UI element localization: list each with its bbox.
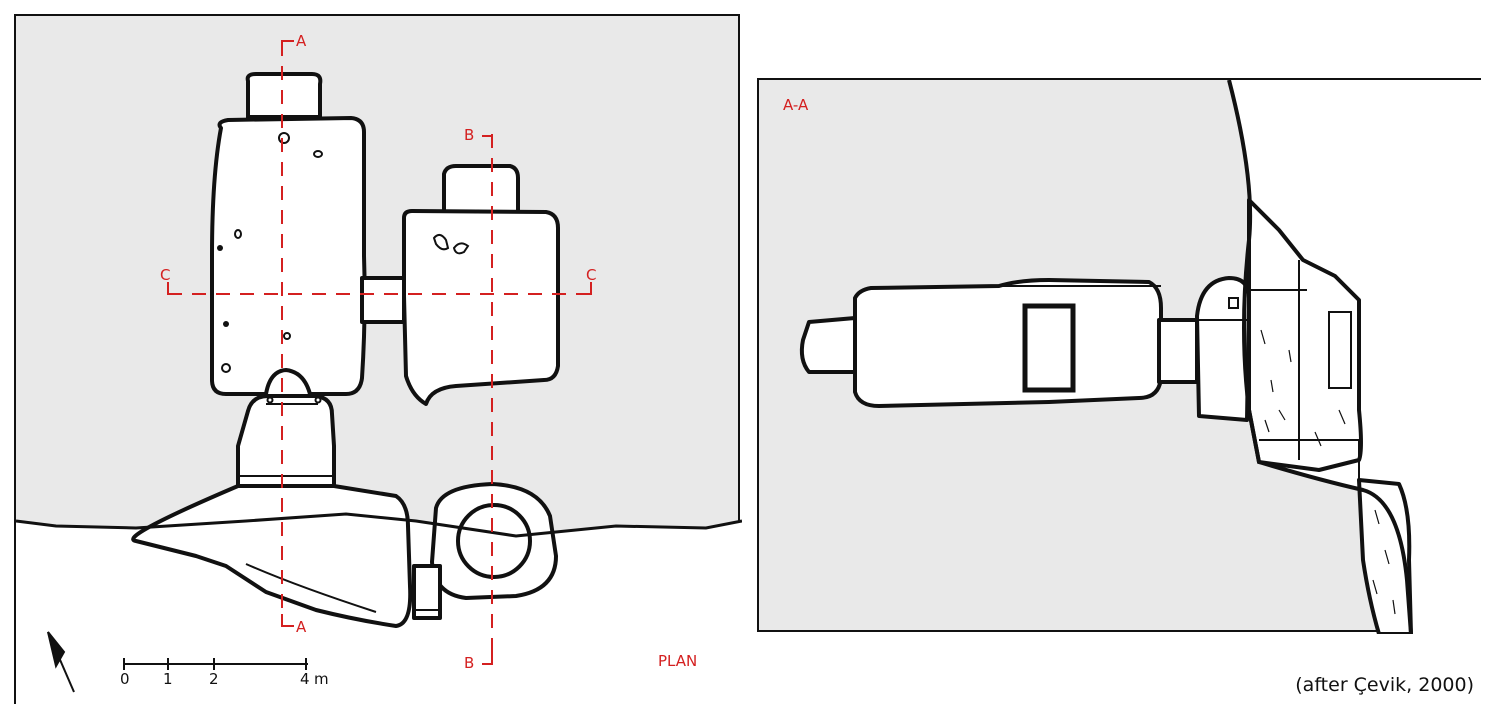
scale-bar bbox=[123, 658, 308, 670]
facade-lower bbox=[1357, 478, 1413, 634]
scale-tick-4: 4 bbox=[300, 670, 310, 688]
section-label-c-right: C bbox=[586, 266, 597, 284]
section-label-c-left: C bbox=[160, 266, 171, 284]
side-chamber-niche bbox=[442, 164, 520, 218]
plan-title: PLAN bbox=[658, 652, 698, 670]
scale-tick-0: 0 bbox=[120, 670, 130, 688]
side-chamber bbox=[402, 209, 560, 406]
plan-drawing bbox=[16, 40, 742, 706]
inner-recess bbox=[1022, 303, 1076, 393]
forecourt-ledge bbox=[245, 563, 377, 613]
north-arrow bbox=[47, 631, 75, 693]
section-label-b-top: B bbox=[464, 126, 475, 144]
main-chamber-niche bbox=[245, 72, 323, 120]
section-label-a-bottom: A bbox=[296, 618, 307, 636]
west-niche bbox=[799, 316, 857, 374]
section-drawing bbox=[799, 80, 1483, 634]
forecourt bbox=[131, 484, 413, 628]
main-chamber-section bbox=[853, 278, 1163, 408]
well-inner bbox=[456, 503, 532, 579]
scale-unit: m bbox=[314, 670, 329, 688]
plan-panel: A A B B C C 0 1 2 4 m PLAN bbox=[14, 14, 742, 706]
cliff-profile bbox=[1227, 80, 1413, 634]
scale-tick-2: 2 bbox=[209, 670, 219, 688]
scale-tick-1: 1 bbox=[163, 670, 173, 688]
rock-face bbox=[16, 512, 742, 538]
section-label-a-top: A bbox=[296, 32, 307, 50]
section-title: A-A bbox=[783, 96, 809, 114]
antechamber-section bbox=[1195, 276, 1251, 422]
section-panel: A-A bbox=[757, 78, 1483, 634]
source-credit: (after Çevik, 2000) bbox=[1295, 674, 1474, 696]
passage-section bbox=[1157, 318, 1199, 384]
main-chamber bbox=[210, 116, 367, 396]
connecting-passage bbox=[360, 276, 406, 324]
section-label-b-bottom: B bbox=[464, 654, 475, 672]
antechamber bbox=[236, 394, 336, 490]
